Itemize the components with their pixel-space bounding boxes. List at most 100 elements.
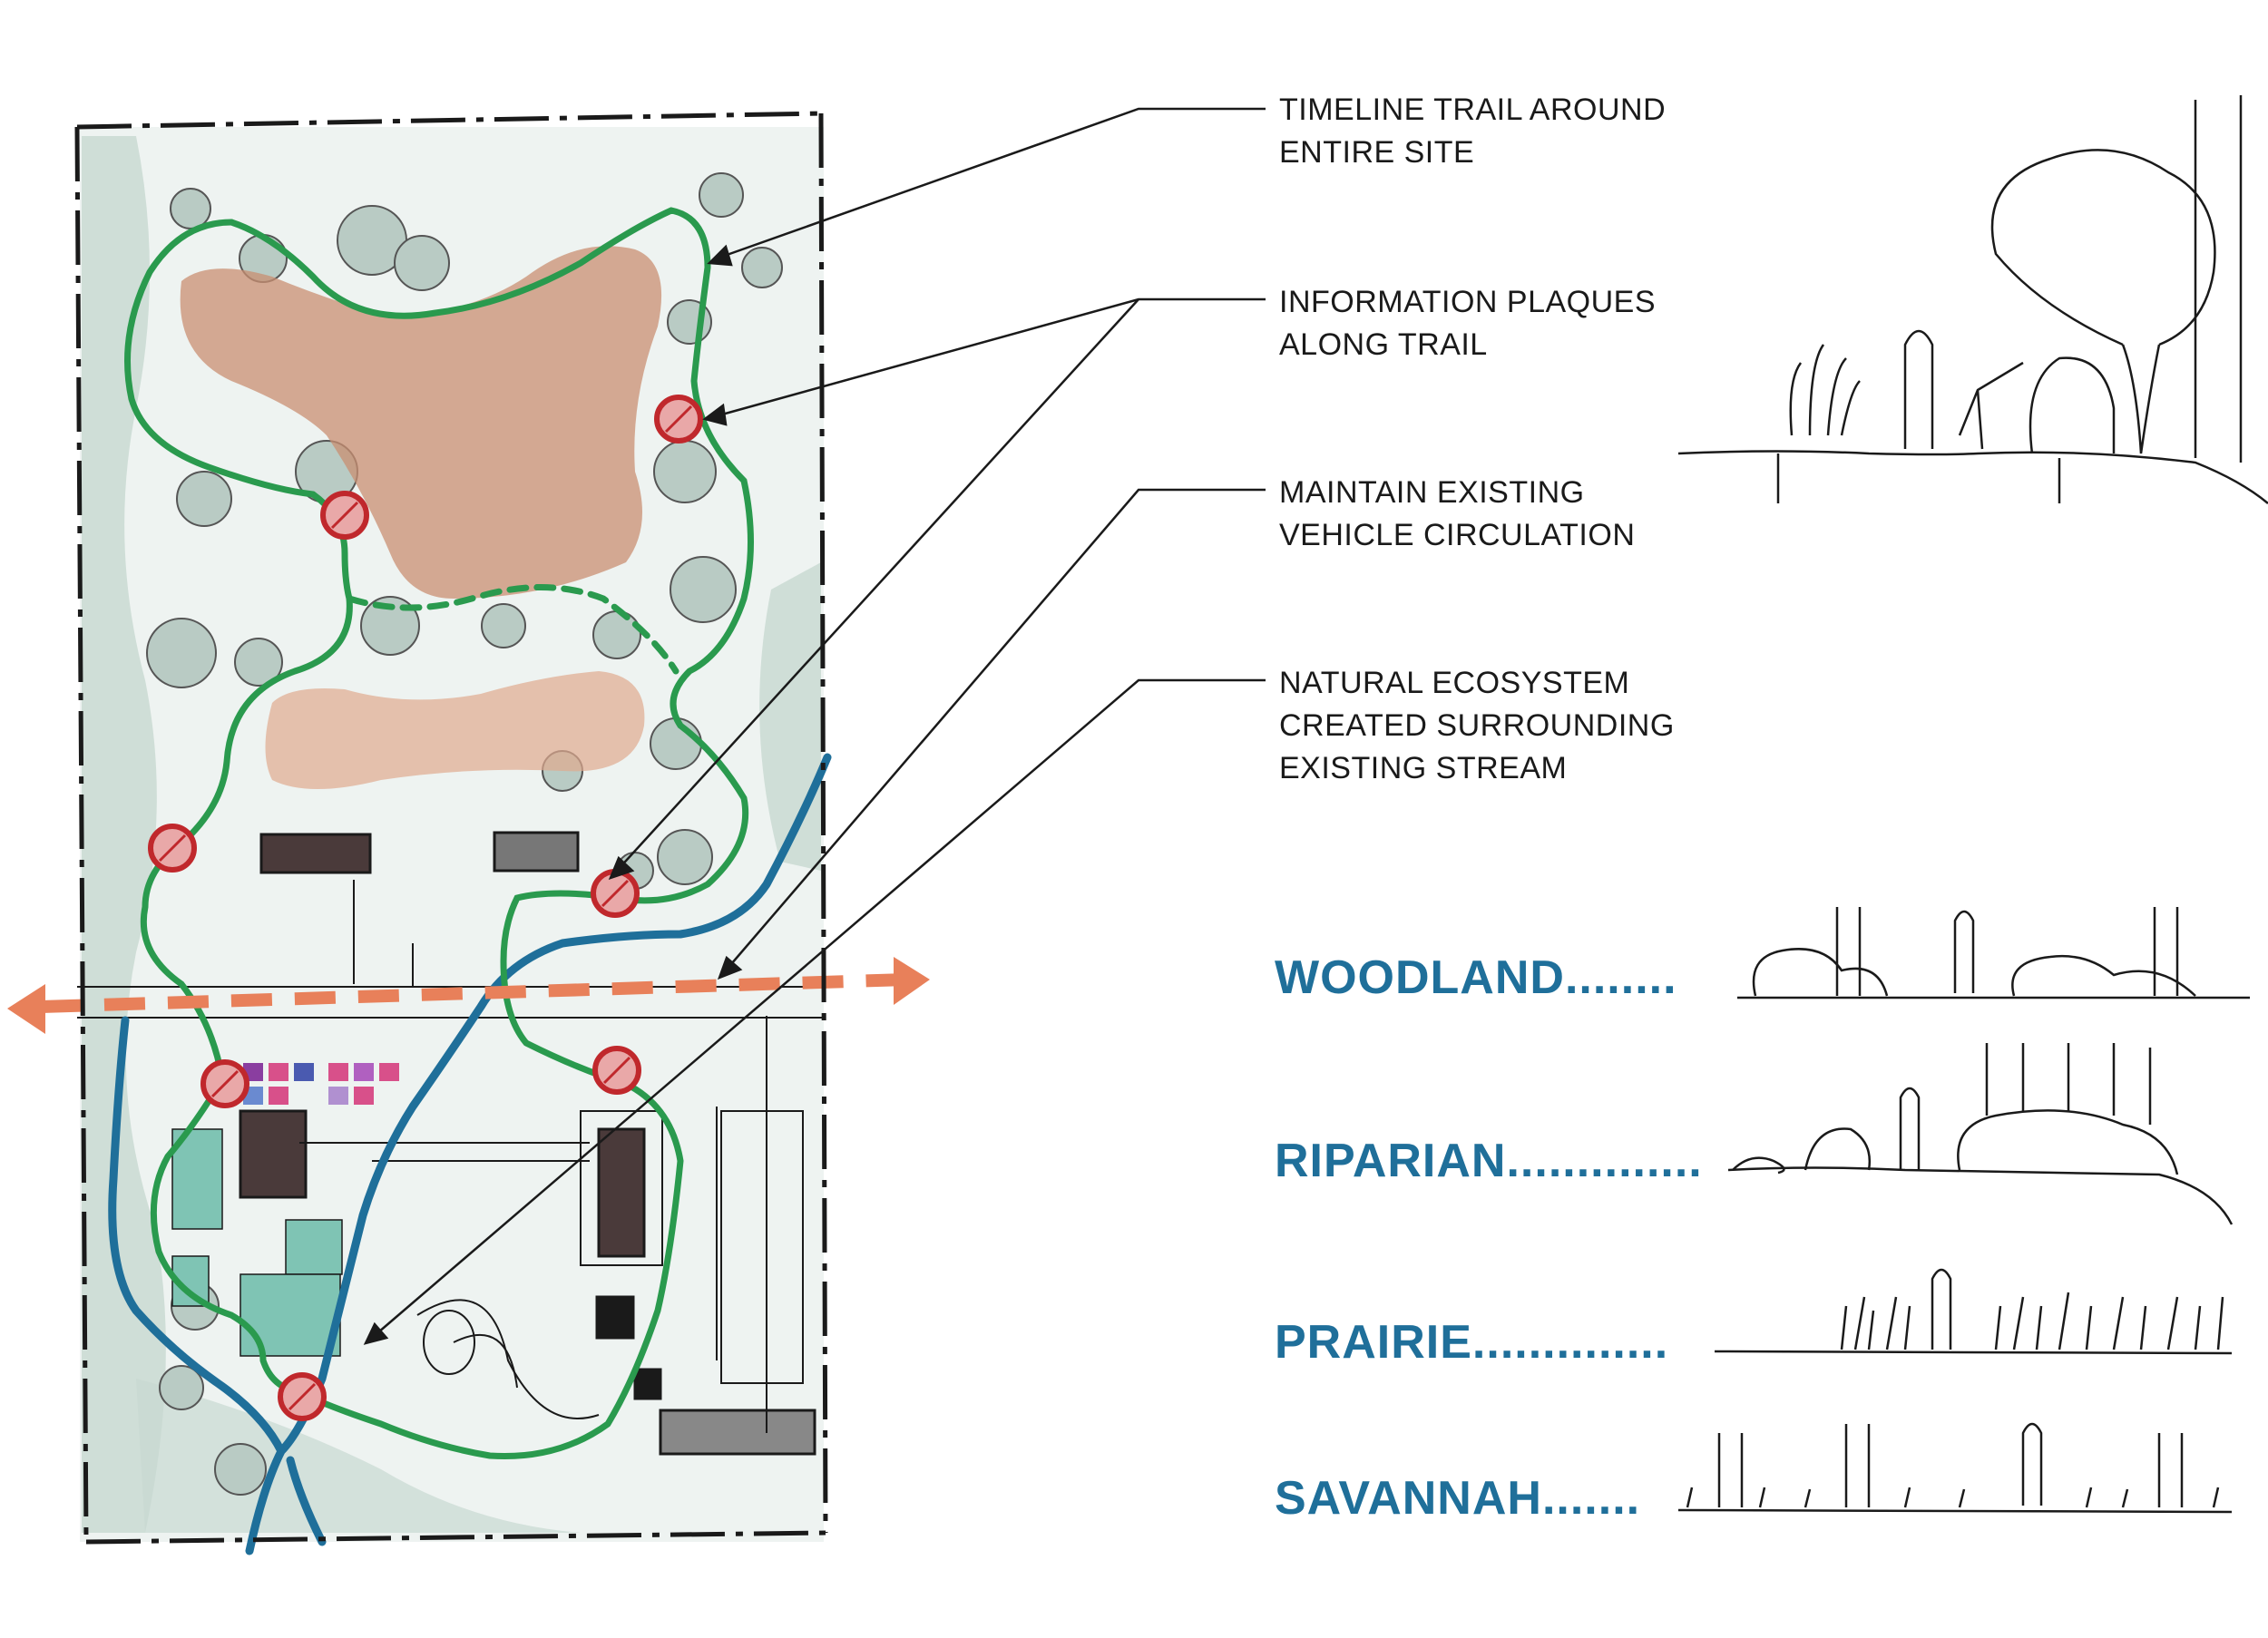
callout-vehicle-circulation: MAINTAIN EXISTING VEHICLE CIRCULATION (1279, 475, 1636, 552)
person-figure (1953, 910, 1975, 993)
garden-plot (269, 1063, 288, 1081)
tree-trunk (2121, 344, 2161, 454)
arrowhead-icon (707, 244, 733, 267)
buildings (239, 831, 816, 1456)
tree-icon (146, 618, 217, 688)
leader-plaques-2 (616, 298, 1139, 872)
garden-plot (354, 1087, 374, 1105)
zone-name: PRAIRIE (1275, 1316, 1472, 1369)
pond-outline (423, 1310, 475, 1375)
tree-trunk (2153, 907, 2179, 996)
building-center (239, 1109, 308, 1199)
tree-icon (741, 247, 783, 288)
tree-mass-left (82, 136, 166, 1533)
savannah-section (1677, 1422, 2233, 1514)
tree-icon (159, 1365, 204, 1410)
tree-icon (592, 610, 641, 659)
curve-line (453, 1333, 518, 1389)
grass-strokes (1789, 344, 1861, 436)
garden-plot (294, 1063, 314, 1081)
person-figure (1931, 1268, 1952, 1350)
shrub-mass (1957, 1109, 2179, 1175)
arrowhead-icon (363, 1321, 389, 1345)
trail-loop-west (150, 1076, 303, 1396)
stream-west (108, 1016, 286, 1456)
zone-leader-dots: ........ (1564, 951, 1677, 1004)
building-small (595, 1295, 635, 1340)
clearing-upper (180, 246, 662, 599)
building-south (659, 1409, 816, 1456)
callout-information-plaques: INFORMATION PLAQUES ALONG TRAIL (1279, 285, 1657, 362)
shrub (1804, 1127, 1872, 1171)
plaque-marker (592, 1046, 641, 1095)
callout-natural-ecosystem: NATURAL ECOSYSTEM CREATED SURROUNDING EX… (1279, 666, 1675, 785)
parking-outline (720, 1110, 804, 1384)
grass-strokes (1840, 1296, 1911, 1350)
stream-south (286, 1456, 327, 1546)
zone-leader-dots: ....... (1541, 1472, 1641, 1525)
person-figure (1903, 329, 1934, 449)
tree-icon (653, 440, 717, 503)
zone-name: WOODLAND (1275, 951, 1565, 1004)
callout-leaders (363, 107, 1266, 1345)
arrowhead-icon (608, 855, 635, 881)
site-plan (7, 111, 930, 1555)
riparian-section (1727, 1043, 2234, 1225)
crop-field (285, 1219, 343, 1275)
tree-canopy (1990, 149, 2216, 346)
ground-line (1677, 450, 2268, 504)
garden-plot (379, 1063, 399, 1081)
grass-strokes (1994, 1292, 2224, 1350)
crop-field (240, 1273, 341, 1357)
tree-icon (650, 717, 702, 770)
zone-label-prairie: PRAIRIE.............. (1275, 1315, 1668, 1370)
tree-icon (394, 235, 450, 291)
building-north-east (493, 831, 580, 873)
tree-icon (176, 471, 232, 527)
zone-name: SAVANNAH (1275, 1472, 1542, 1525)
tree-icon (214, 1443, 267, 1496)
zone-leader-dots: .............. (1471, 1316, 1669, 1369)
tree-icon (234, 638, 283, 687)
clearing-lower (265, 671, 645, 789)
boundary-left (74, 126, 89, 1543)
building-long (597, 1127, 646, 1258)
boundary-top (76, 111, 822, 130)
tree-trunk (1835, 907, 1862, 996)
boundary-right (818, 112, 828, 1534)
rock (1732, 1156, 1785, 1175)
person-figure (1899, 1087, 1921, 1170)
boundary-bottom (85, 1530, 826, 1545)
leader-ecosystem (371, 678, 1266, 1339)
tall-tree-trunk (2194, 95, 2243, 463)
plaque-marker (148, 824, 197, 873)
crop-field (171, 1128, 223, 1230)
arrow-left-icon (7, 984, 45, 1034)
zone-label-woodland: WOODLAND........ (1275, 951, 1677, 1005)
tree-mass-right (759, 562, 821, 871)
curve-line (416, 1299, 600, 1419)
trail-loop-east (228, 207, 754, 1460)
tree-icon (699, 172, 744, 218)
plaque-marker (278, 1372, 327, 1421)
vehicle-route (40, 973, 908, 1013)
building-north-west (259, 833, 372, 874)
zone-leader-dots: .............. (1506, 1135, 1703, 1187)
tree-trunk (1844, 1424, 1871, 1507)
tree-icon (481, 603, 526, 648)
zone-label-riparian: RIPARIAN.............. (1275, 1134, 1703, 1188)
shrub (2028, 356, 2116, 454)
garden-plot (328, 1063, 348, 1081)
prairie-section (1714, 1268, 2233, 1355)
building-tiny (633, 1368, 662, 1400)
tree-clusters (146, 172, 783, 1496)
arrowhead-icon (717, 955, 743, 980)
leader-timeline (716, 107, 1266, 260)
plaque-sign (1958, 361, 2024, 450)
tree-icon (170, 188, 211, 229)
garden-plot (328, 1087, 348, 1105)
arrow-right-icon (894, 957, 930, 1005)
shrub (1752, 948, 1889, 997)
